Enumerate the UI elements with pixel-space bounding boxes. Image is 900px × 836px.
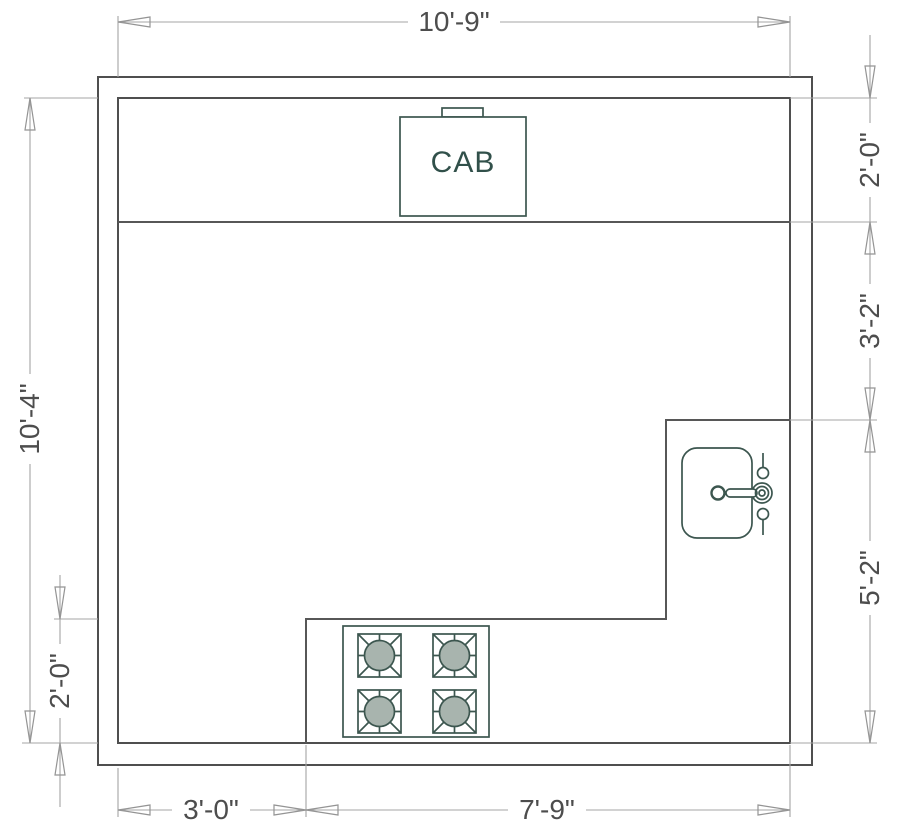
sink (681, 447, 773, 539)
burner-bottom-left (357, 689, 402, 734)
dim-bottom-row: 3'-0" 7'-9" (117, 745, 791, 825)
dim-label-right-lower-run: 5'-2" (854, 550, 885, 606)
sink-faucet-spout (725, 488, 758, 498)
arrow-down-icon (54, 586, 66, 620)
dim-top-width: 10'-9" (117, 6, 791, 77)
dim-left-height: 10'-4" (14, 97, 98, 744)
arrow-right-icon (757, 16, 791, 28)
sink-faucet-base-inner (754, 485, 770, 501)
sink-drain (710, 485, 726, 501)
arrow-down-icon (24, 710, 36, 744)
dim-label-bottom-left-clear: 3'-0" (183, 794, 239, 825)
arrow-down-icon (864, 387, 876, 421)
sink-handle-top (756, 453, 770, 480)
arrow-up-icon (54, 742, 66, 776)
burner-top-right (432, 633, 477, 678)
dim-label-bottom-counter-run: 7'-9" (519, 794, 575, 825)
counters (118, 221, 790, 743)
cabinet-label: CAB (431, 146, 496, 179)
arrow-left-icon (117, 16, 151, 28)
dim-left-counter-depth: 2'-0" (44, 575, 98, 807)
dim-label-left-height: 10'-4" (14, 383, 45, 454)
dim-label-right-middle-gap: 3'-2" (854, 293, 885, 349)
dim-label-top-width: 10'-9" (418, 6, 489, 37)
burner-bottom-right (432, 689, 477, 734)
sink-handle-bottom (756, 507, 770, 535)
arrow-right-icon (273, 804, 307, 816)
arrow-left-icon (117, 804, 151, 816)
burner-top-left (357, 633, 402, 678)
cabinet: CAB (399, 107, 527, 217)
arrow-up-icon (24, 97, 36, 131)
dim-right-stack: 2'-0" 3'-2" 5'-2" (790, 35, 885, 744)
arrow-left-icon (305, 804, 339, 816)
cabinet-tab (441, 107, 484, 118)
cabinet-box (399, 116, 527, 217)
outer-wall (97, 76, 813, 766)
arrow-down-icon (864, 710, 876, 744)
sink-faucet-base-center (758, 489, 766, 497)
arrow-up-icon (864, 221, 876, 255)
dim-label-right-upper-counter: 2'-0" (854, 132, 885, 188)
cooktop (342, 625, 490, 738)
arrow-up-icon (864, 419, 876, 453)
base-counter-edge (305, 419, 790, 743)
dim-label-left-counter-depth: 2'-0" (44, 653, 75, 709)
arrow-right-icon (757, 804, 791, 816)
arrow-down-icon (864, 65, 876, 99)
